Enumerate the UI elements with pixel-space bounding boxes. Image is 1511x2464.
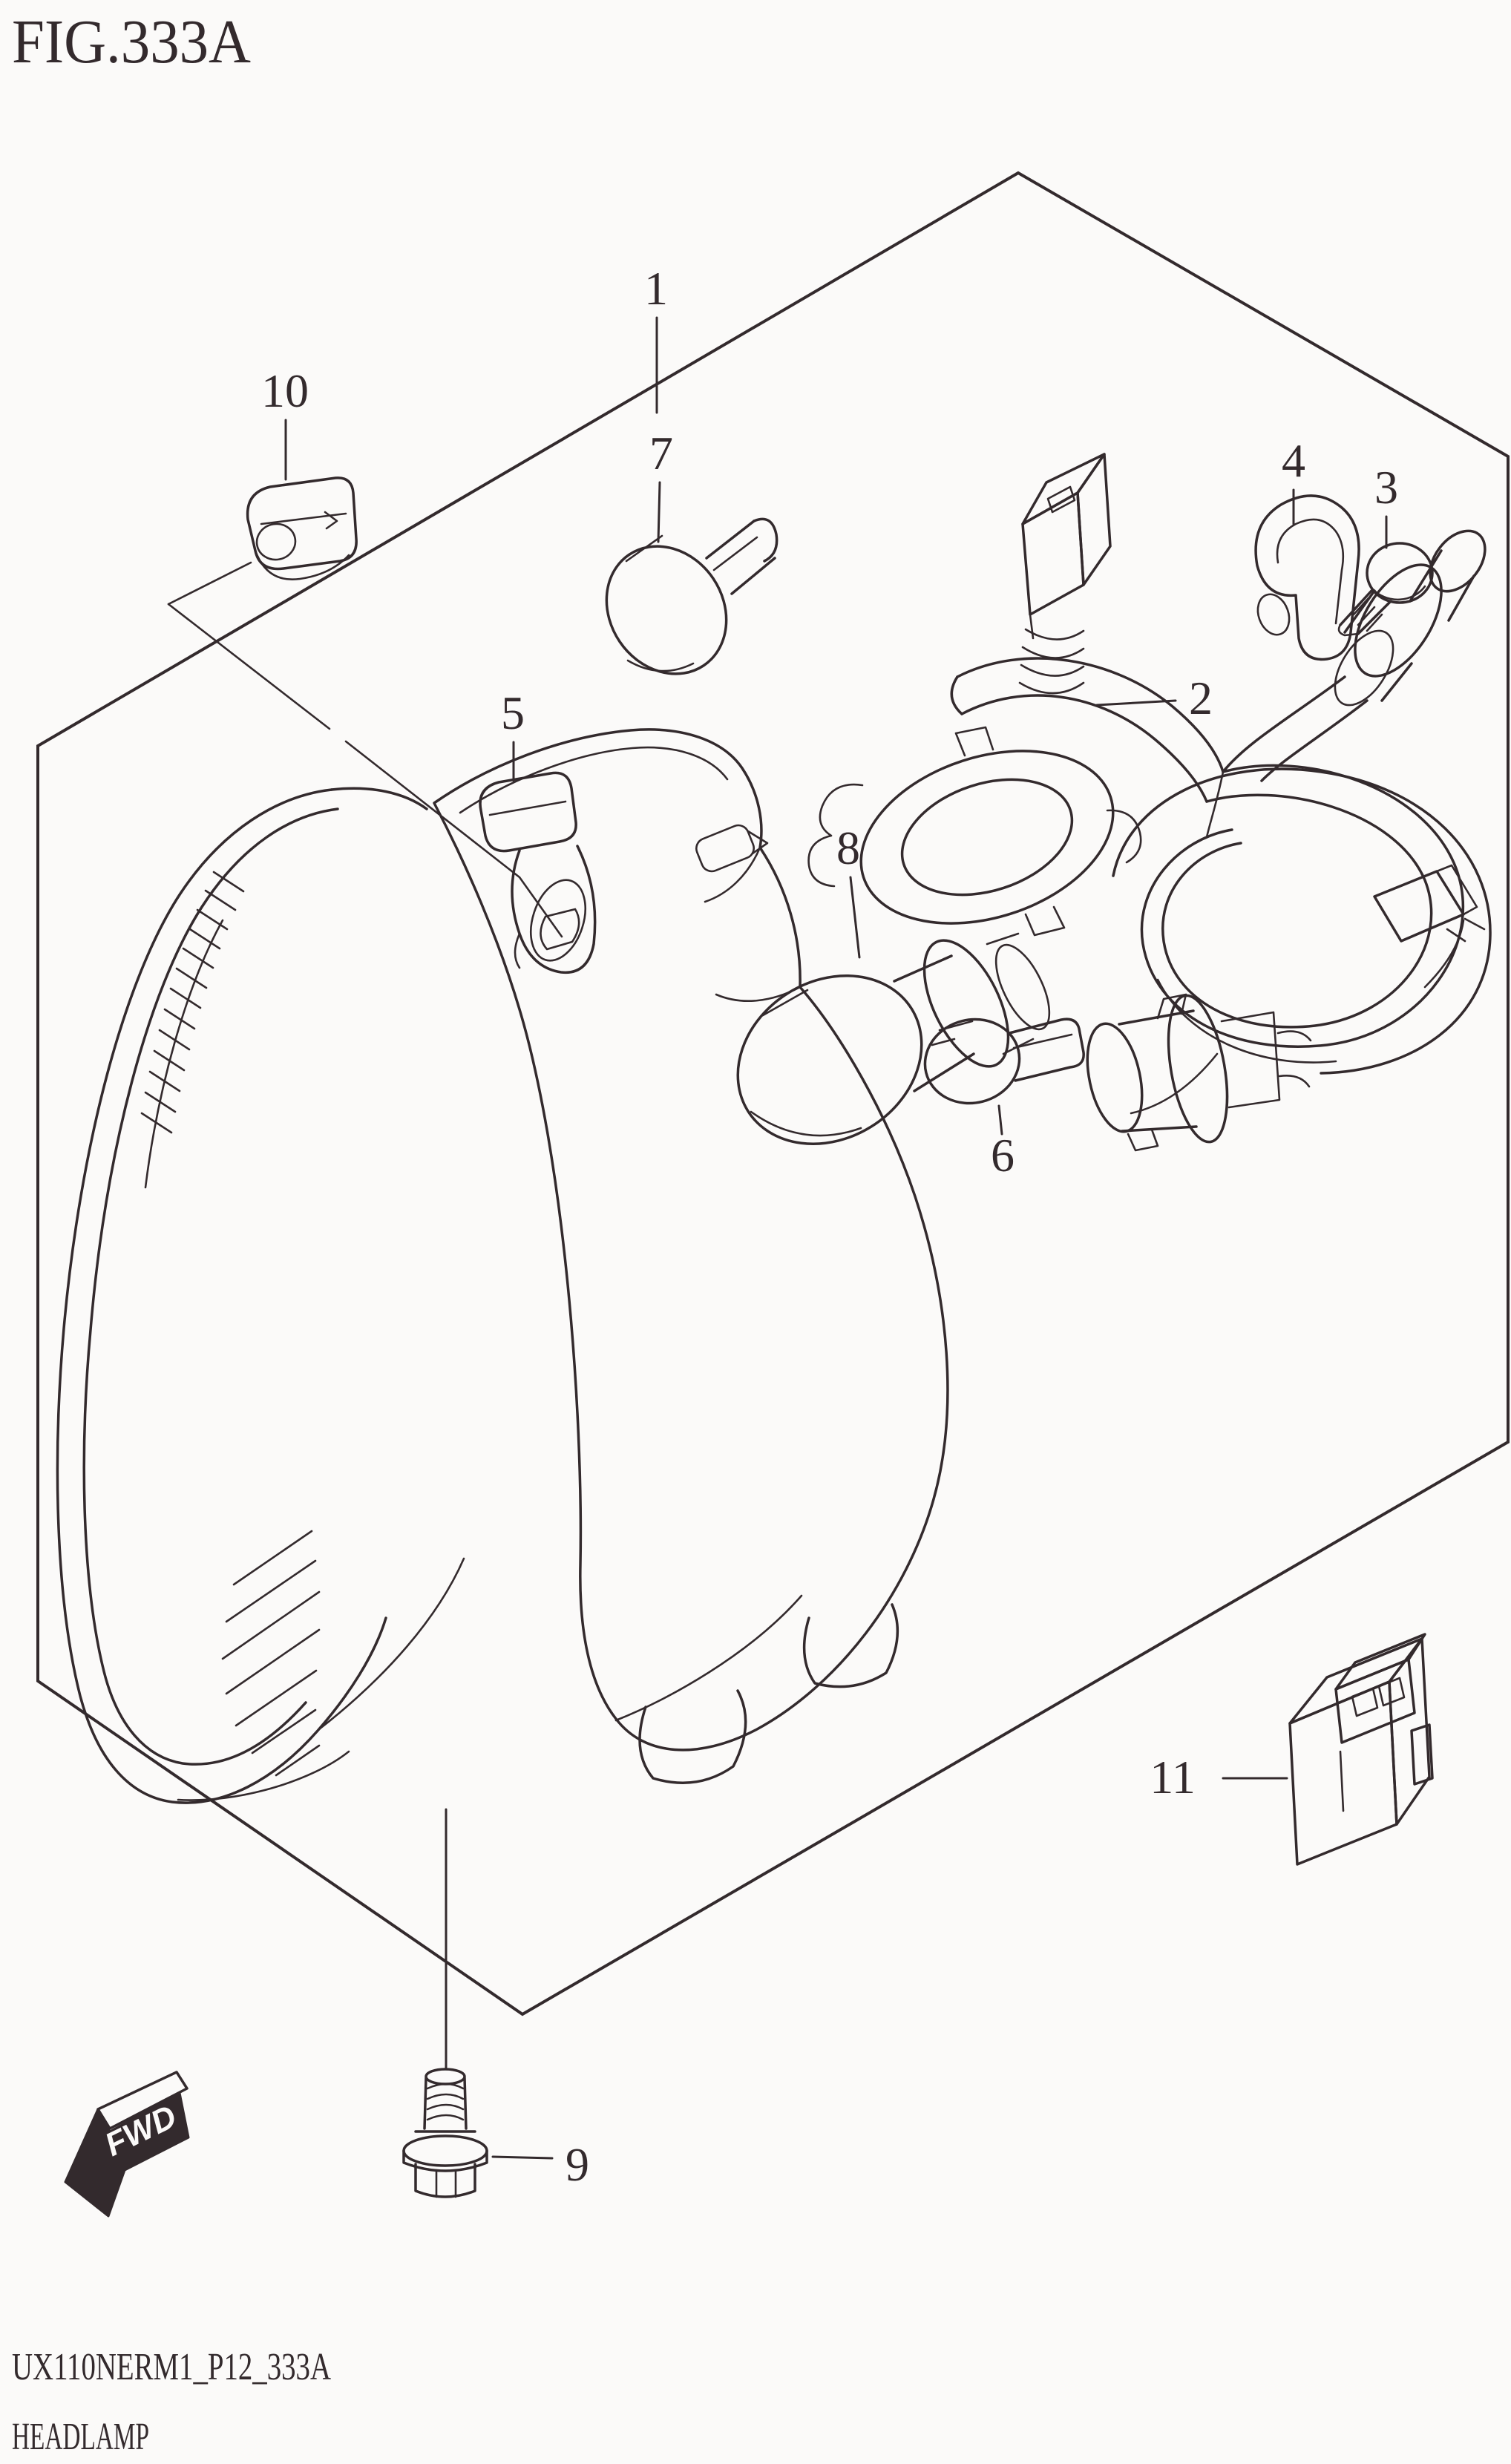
fwd-arrow-body xyxy=(64,2091,190,2218)
fwd-arrow: FWD xyxy=(64,2071,190,2218)
lens-rim-hatching xyxy=(140,871,245,1134)
wedge-bulb xyxy=(923,1018,1085,1105)
callout-4: 4 xyxy=(1282,434,1305,487)
assembly-border xyxy=(36,171,1510,2016)
callout-7: 7 xyxy=(649,427,673,479)
leader-2 xyxy=(1095,699,1177,707)
leader-6 xyxy=(997,1104,1003,1136)
lens-reflector-hatching xyxy=(221,1530,321,1777)
callout-11: 11 xyxy=(1150,1751,1196,1803)
harness-branch-connector xyxy=(1373,864,1486,943)
headlamp-lens xyxy=(56,787,465,1804)
wiring-harness xyxy=(950,453,1492,1115)
figure-title: FIG.333A xyxy=(12,7,251,76)
callout-9: 9 xyxy=(566,2138,589,2191)
callout-labels: 1 2 3 4 5 6 7 8 9 10 11 xyxy=(261,262,1398,2191)
leader-8 xyxy=(849,876,861,959)
headlamp-housing xyxy=(167,561,949,2071)
wedge-bulb-socket xyxy=(1086,993,1312,1152)
callout-1: 1 xyxy=(644,262,668,315)
retainer-ring xyxy=(807,726,1142,937)
callout-6: 6 xyxy=(991,1129,1015,1182)
clip-assembly-line xyxy=(167,561,563,938)
callout-5: 5 xyxy=(501,687,525,739)
relay-assy xyxy=(1288,1633,1434,1866)
rubber-cover xyxy=(479,771,597,974)
headlight-bulb xyxy=(736,932,1051,1146)
clip xyxy=(246,476,358,580)
callout-3: 3 xyxy=(1374,461,1398,514)
callout-2: 2 xyxy=(1189,672,1213,724)
bolt xyxy=(402,2068,488,2198)
footer-section-name: HEADLAMP xyxy=(12,2416,149,2458)
callout-leaders xyxy=(284,316,1388,2160)
footer-part-code: UX110NERM1_P12_333A xyxy=(12,2346,331,2388)
leader-7 xyxy=(657,481,661,543)
leader-9 xyxy=(491,2155,554,2160)
screw xyxy=(1337,542,1434,637)
signal-bulb xyxy=(605,517,779,675)
clamp xyxy=(1254,494,1360,661)
harness-connector-box xyxy=(1021,453,1112,640)
callout-10: 10 xyxy=(261,364,309,417)
callout-8: 8 xyxy=(836,822,860,874)
